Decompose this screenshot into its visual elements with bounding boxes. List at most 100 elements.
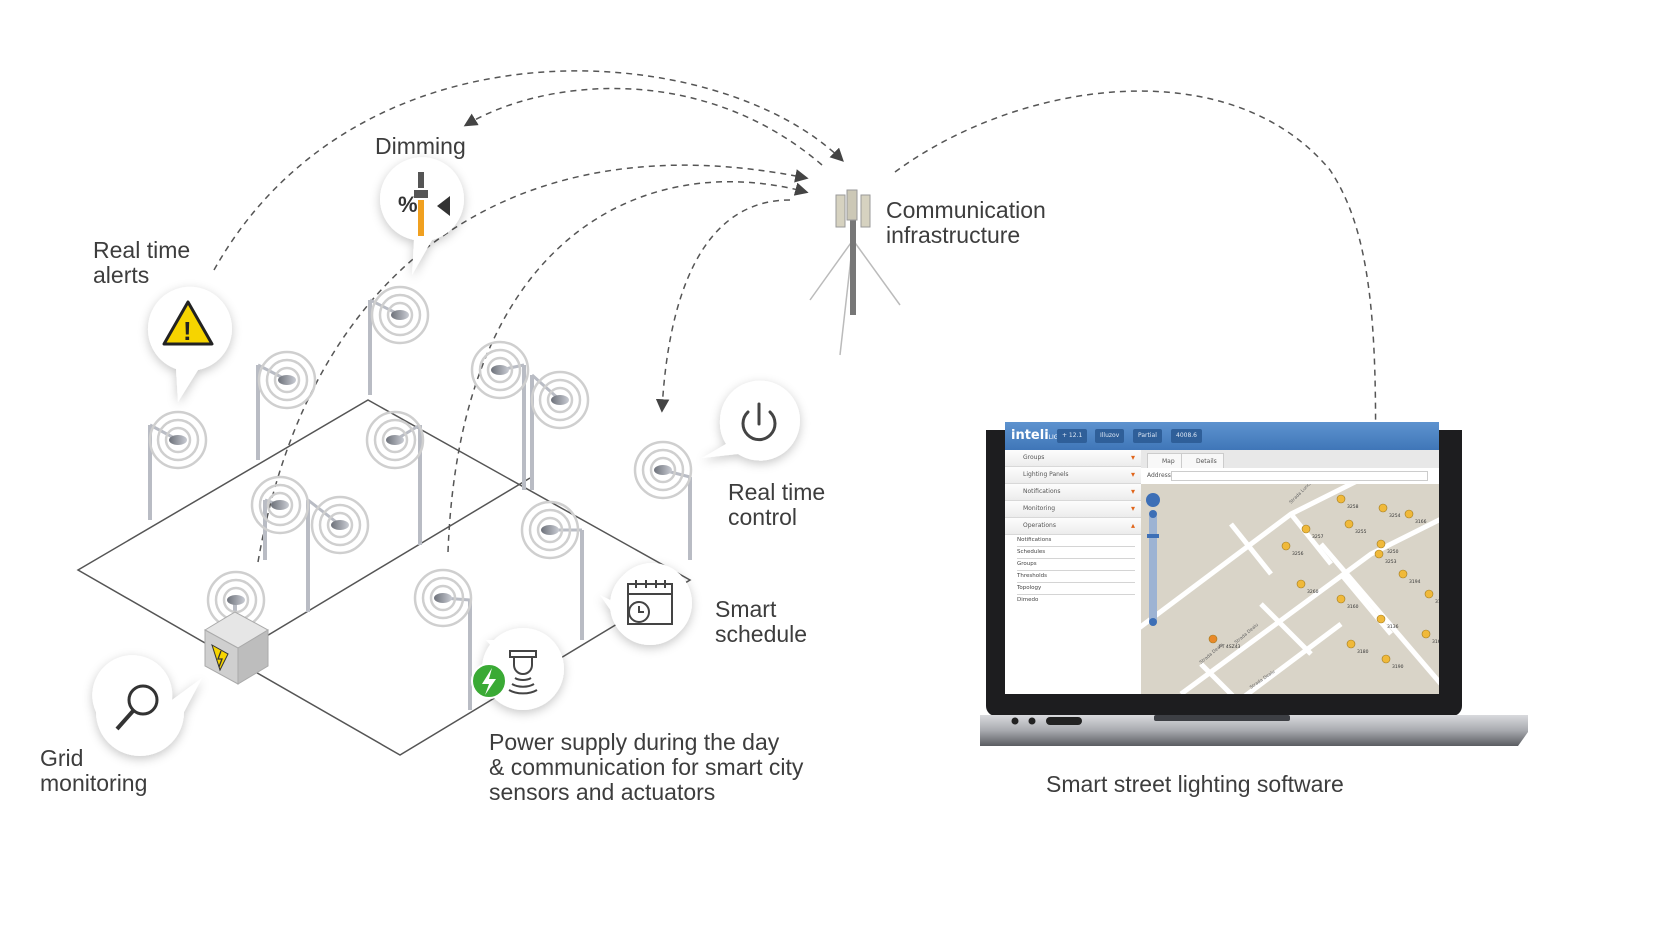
street-lamp bbox=[256, 350, 317, 460]
map-view[interactable]: 3258 3254 3166 3257 3256 3255 3250 3253 3260 3194… bbox=[1129, 471, 1439, 694]
laptop: inteliLIGHT + 12.1 Illuzov Partial 4008.… bbox=[980, 422, 1630, 790]
callout-grid bbox=[92, 655, 202, 756]
street-lamp bbox=[365, 410, 425, 545]
label-power-supply: Power supply during the day & communicat… bbox=[489, 729, 804, 805]
sidebar-item-groups[interactable]: Groups bbox=[1005, 450, 1141, 467]
tab-map[interactable]: Map bbox=[1147, 453, 1182, 469]
street-lamp bbox=[413, 568, 473, 710]
high-voltage-icon bbox=[211, 643, 229, 672]
map-marker-label: 3257 bbox=[1312, 534, 1324, 540]
arc-control bbox=[655, 199, 791, 413]
map-marker-label: 3160 bbox=[1347, 604, 1359, 610]
map-marker[interactable]: 3250 bbox=[1376, 539, 1399, 555]
map-marker-label: 3258 bbox=[1347, 504, 1359, 510]
arc-dimming bbox=[463, 87, 823, 166]
street-outline bbox=[76, 399, 692, 756]
app-header: inteliLIGHT + 12.1 Illuzov Partial 4008.… bbox=[1005, 422, 1439, 450]
street-lamp bbox=[368, 285, 430, 395]
map-marker-label: 3136 bbox=[1387, 624, 1399, 630]
map-marker[interactable]: 3253 bbox=[1374, 549, 1397, 565]
svg-text:!: ! bbox=[183, 316, 192, 346]
svg-text:%: % bbox=[398, 192, 418, 217]
map-marker-label: 3166 bbox=[1415, 519, 1427, 525]
map-marker-label: PT 4SZ43 bbox=[1219, 644, 1241, 650]
map-marker-label: 3254 bbox=[1389, 513, 1401, 519]
map-marker[interactable]: 3165 bbox=[1424, 589, 1439, 605]
arc-software bbox=[894, 90, 1382, 483]
operations-dimedo[interactable]: Dimedo bbox=[1017, 597, 1039, 603]
software-screen: inteliLIGHT + 12.1 Illuzov Partial 4008.… bbox=[1005, 422, 1439, 694]
map-marker-label: 3255 bbox=[1355, 529, 1367, 535]
operations-groups[interactable]: Groups bbox=[1017, 559, 1135, 571]
map-marker-label: 3256 bbox=[1292, 551, 1304, 557]
address-input[interactable] bbox=[1171, 471, 1428, 481]
map-marker[interactable]: 3161 bbox=[1421, 629, 1439, 645]
map-markers: 3258 3254 3166 3257 3256 3255 3250 3253 3260 3194… bbox=[1208, 494, 1439, 670]
map-marker-label: 3165 bbox=[1435, 599, 1439, 605]
header-button-3[interactable]: Partial bbox=[1133, 429, 1162, 443]
app-sidebar: Groups Lighting Panels Notifications Mon… bbox=[1005, 450, 1142, 694]
operations-schedules[interactable]: Schedules bbox=[1017, 547, 1135, 559]
sensor-icon bbox=[508, 650, 538, 695]
street-lamp bbox=[633, 440, 693, 560]
operations-thresholds[interactable]: Thresholds bbox=[1017, 571, 1135, 583]
map-marker[interactable]: 3160 bbox=[1336, 594, 1359, 610]
header-button-4[interactable]: 4008.6 bbox=[1171, 429, 1202, 443]
map-marker[interactable]: 3190 bbox=[1381, 654, 1404, 670]
callout-control bbox=[702, 380, 800, 461]
address-bar: Address bbox=[1141, 468, 1439, 485]
sidebar-item-monitoring[interactable]: Monitoring bbox=[1005, 501, 1141, 518]
map-marker[interactable]: 3166 bbox=[1404, 509, 1427, 525]
map-marker[interactable]: 3180 bbox=[1346, 639, 1369, 655]
map-marker[interactable]: 3255 bbox=[1344, 519, 1367, 535]
sidebar-item-lighting-panels[interactable]: Lighting Panels bbox=[1005, 467, 1141, 484]
map-marker[interactable]: 3256 bbox=[1281, 541, 1304, 557]
header-button-2[interactable]: Illuzov bbox=[1095, 429, 1125, 443]
arc-center bbox=[447, 181, 809, 553]
communication-tower bbox=[809, 189, 901, 356]
arc-left-pole bbox=[257, 164, 809, 563]
map-marker[interactable]: PT 4SZ43 bbox=[1208, 634, 1241, 650]
tab-details[interactable]: Details bbox=[1181, 453, 1224, 469]
communication-arcs bbox=[213, 70, 1382, 563]
map-marker-label: 3161 bbox=[1432, 639, 1439, 645]
label-grid-monitoring: Grid monitoring bbox=[40, 745, 148, 796]
operations-notifications[interactable]: Notifications bbox=[1017, 535, 1135, 547]
map-marker[interactable]: 3254 bbox=[1378, 503, 1401, 519]
street-lamp bbox=[148, 410, 208, 520]
label-real-time-control: Real time control bbox=[728, 479, 826, 530]
map-roads bbox=[1129, 471, 1439, 694]
map-zoom-control[interactable] bbox=[1146, 493, 1160, 626]
calendar-icon bbox=[627, 580, 673, 625]
map-canvas: 3258 3254 3166 3257 3256 3255 3250 3253 3260 3194… bbox=[1129, 471, 1439, 694]
address-label: Address bbox=[1147, 472, 1171, 479]
map-marker-label: 3194 bbox=[1409, 579, 1421, 585]
operations-topology[interactable]: Topology bbox=[1017, 583, 1135, 595]
street-lamp bbox=[470, 340, 530, 490]
label-software: Smart street lighting software bbox=[1046, 771, 1344, 797]
map-marker[interactable]: 3136 bbox=[1376, 614, 1399, 630]
label-dimming: Dimming bbox=[375, 133, 466, 159]
arc-alerts bbox=[213, 70, 844, 271]
map-marker[interactable]: 3194 bbox=[1398, 569, 1421, 585]
map-marker[interactable]: 3257 bbox=[1301, 524, 1324, 540]
label-smart-schedule: Smart schedule bbox=[715, 596, 808, 647]
map-marker-label: 3260 bbox=[1307, 589, 1319, 595]
power-supply-icon bbox=[471, 663, 507, 699]
label-communication-infrastructure: Communication infrastructure bbox=[886, 197, 1046, 248]
sidebar-item-notifications[interactable]: Notifications bbox=[1005, 484, 1141, 501]
map-marker[interactable]: 3258 bbox=[1336, 494, 1359, 510]
street-lamp bbox=[520, 500, 584, 640]
street-lamp bbox=[250, 475, 310, 560]
grid-cabinet bbox=[203, 611, 270, 685]
sidebar-item-operations[interactable]: Operations bbox=[1005, 518, 1141, 535]
power-icon bbox=[741, 402, 777, 442]
map-marker-label: 3253 bbox=[1385, 559, 1397, 565]
app-tabs: Map Details bbox=[1141, 450, 1439, 469]
map-marker-label: 3250 bbox=[1387, 549, 1399, 555]
map-marker[interactable]: 3260 bbox=[1296, 579, 1319, 595]
street-lamp bbox=[306, 495, 370, 612]
header-button-1[interactable]: + 12.1 bbox=[1057, 429, 1088, 443]
map-marker-label: 3190 bbox=[1392, 664, 1404, 670]
